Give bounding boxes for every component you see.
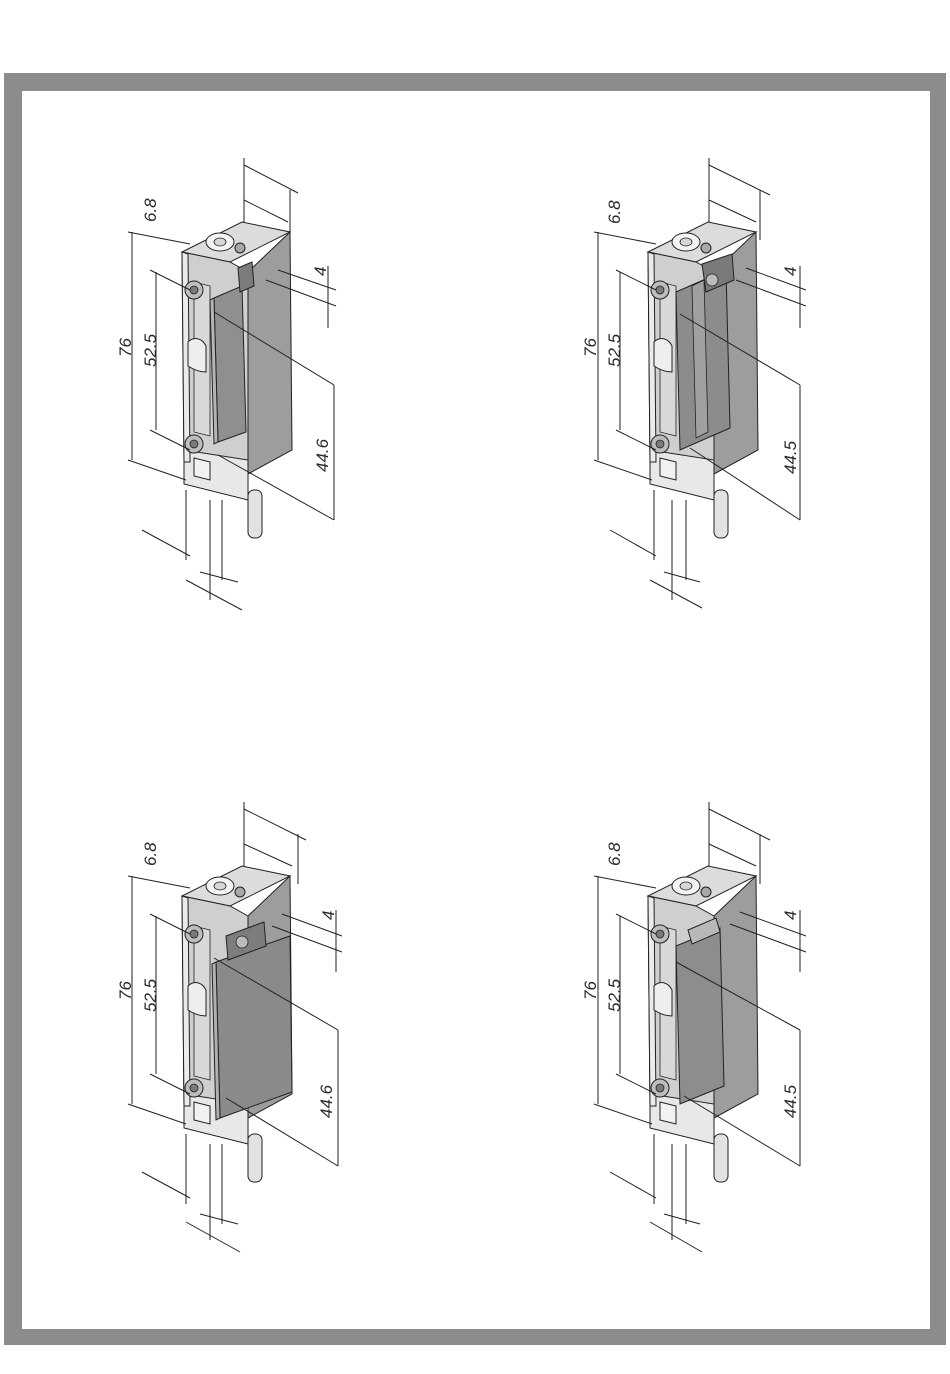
dim-latch-view-3: 44.6 <box>317 1084 336 1118</box>
dim-52-5-view-4: 52.5 <box>605 978 624 1012</box>
dim-4-view-2: 4 <box>781 267 800 276</box>
dim-latch-view-2: 44.5 <box>781 440 800 474</box>
strike-view-1 <box>182 222 292 538</box>
dim-52-5-view-2: 52.5 <box>605 333 624 367</box>
dim-latch-view-4: 44.5 <box>781 1084 800 1118</box>
dim-76-view-1: 76 <box>116 338 135 357</box>
dim-6-8-view-2: 6.8 <box>605 200 624 224</box>
strike-view-2 <box>648 222 758 538</box>
dim-4-view-4: 4 <box>781 911 800 920</box>
strike-view-3 <box>182 866 292 1182</box>
dim-76-view-4: 76 <box>581 981 600 1000</box>
dim-4-view-3: 4 <box>319 911 338 920</box>
dim-6-8-view-3: 6.8 <box>141 842 160 866</box>
dim-76-view-2: 76 <box>581 338 600 357</box>
dim-52-5-view-1: 52.5 <box>141 333 160 367</box>
strike-view-4 <box>648 866 758 1182</box>
dim-52-5-view-3: 52.5 <box>141 978 160 1012</box>
dim-6-8-view-4: 6.8 <box>605 842 624 866</box>
dim-latch-view-1: 44.6 <box>313 438 332 472</box>
dim-6-8-view-1: 6.8 <box>141 198 160 222</box>
dim-76-view-3: 76 <box>116 981 135 1000</box>
dim-4-view-1: 4 <box>311 267 330 276</box>
